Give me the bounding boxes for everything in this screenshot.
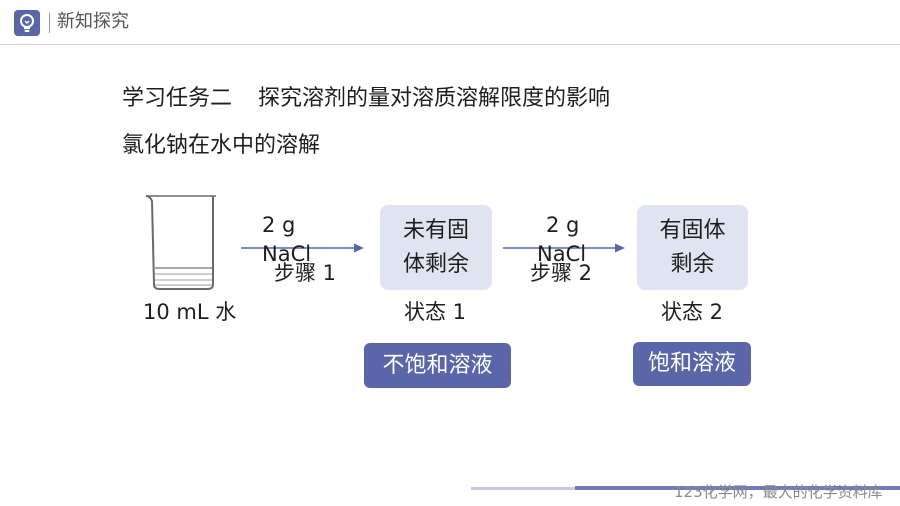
- step2-arrow: [503, 240, 627, 254]
- step1-reagent: NaCl: [262, 242, 312, 266]
- footer-accent-line: [575, 486, 900, 490]
- task-label: 学习任务二: [122, 86, 233, 111]
- step1-amount: 2 g: [262, 213, 296, 237]
- state1-conclusion-badge: 不饱和溶液: [364, 343, 511, 388]
- state2-observation-line: 剩余: [670, 251, 715, 277]
- state2-observation-box: 有固体 剩余: [637, 205, 748, 290]
- step1-label: 步骤 1: [274, 261, 337, 285]
- step2-reagent: NaCl: [537, 242, 587, 266]
- step2-label: 步骤 2: [530, 261, 593, 285]
- state1-observation-line: 未有固: [402, 217, 469, 243]
- footer-accent-line-light: [471, 487, 581, 490]
- state1-label: 状态 1: [404, 300, 467, 324]
- task-title: 探究溶剂的量对溶质溶解限度的影响: [258, 86, 611, 111]
- lightbulb-icon: [14, 10, 40, 36]
- water-label: 10 mL 水: [143, 300, 237, 324]
- step2-amount: 2 g: [546, 213, 580, 237]
- state2-conclusion-badge: 饱和溶液: [633, 342, 751, 386]
- header-separator: [49, 13, 50, 33]
- header-divider: [0, 44, 900, 45]
- step1-arrow: [241, 240, 366, 254]
- beaker-icon: [142, 192, 224, 292]
- state2-observation-line: 有固体: [659, 217, 726, 243]
- page-section-title: 新知探究: [57, 11, 129, 32]
- experiment-subtitle: 氯化钠在水中的溶解: [122, 133, 321, 158]
- state1-observation-line: 体剩余: [402, 251, 469, 277]
- state1-observation-box: 未有固 体剩余: [380, 205, 492, 290]
- watermark-text: 123化学网，最大的化学资料库: [674, 483, 883, 501]
- state2-label: 状态 2: [661, 300, 724, 324]
- task-heading: 学习任务二探究溶剂的量对溶质溶解限度的影响: [122, 84, 610, 114]
